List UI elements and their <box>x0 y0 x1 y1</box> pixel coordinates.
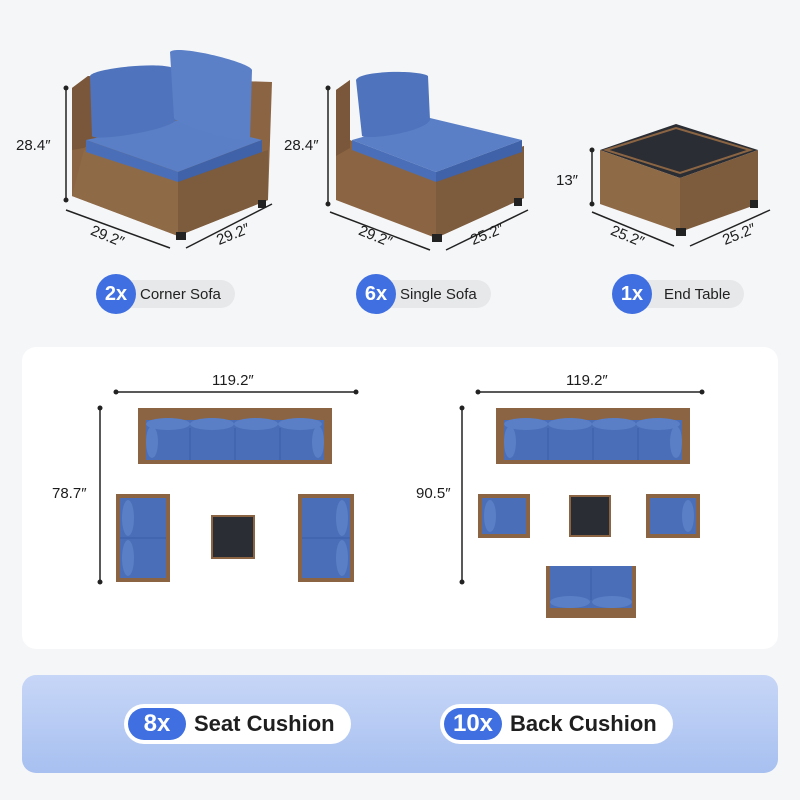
end-table-height-label: 13″ <box>556 172 578 189</box>
layout-2-width-label: 119.2″ <box>566 372 608 389</box>
back-cushion-pill: 10x Back Cushion <box>440 704 673 744</box>
single-sofa-count: 6x <box>356 274 396 314</box>
seat-cushion-pill: 8x Seat Cushion <box>124 704 351 744</box>
single-sofa-height-label: 28.4″ <box>284 137 319 154</box>
end-table-badge: 1x End Table <box>612 274 745 314</box>
back-cushion-count: 10x <box>444 708 502 740</box>
seat-cushion-count: 8x <box>128 708 186 740</box>
corner-sofa-name: Corner Sofa <box>140 285 221 303</box>
cushion-panel: 8x Seat Cushion 10x Back Cushion <box>22 675 778 773</box>
end-table-name: End Table <box>664 285 731 303</box>
single-sofa-badge: 6x Single Sofa <box>356 274 491 314</box>
seat-cushion-name: Seat Cushion <box>194 711 335 736</box>
end-table-count: 1x <box>612 274 652 314</box>
back-cushion-name: Back Cushion <box>510 711 657 736</box>
layout-1-height-label: 78.7″ <box>52 485 87 502</box>
corner-sofa-badge: 2x Corner Sofa <box>96 274 235 314</box>
layout-1-width-label: 119.2″ <box>212 372 254 389</box>
corner-sofa-height-label: 28.4″ <box>16 137 51 154</box>
single-sofa-name: Single Sofa <box>400 285 477 303</box>
layout-2-height-label: 90.5″ <box>416 485 451 502</box>
corner-sofa-count: 2x <box>96 274 136 314</box>
